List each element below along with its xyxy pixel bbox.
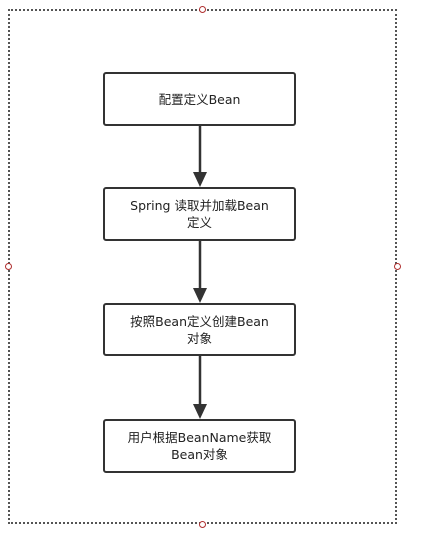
flow-node-load-definition[interactable]: Spring 读取并加载Bean 定义: [103, 187, 296, 241]
flow-node-get-bean[interactable]: 用户根据BeanName获取 Bean对象: [103, 419, 296, 473]
flow-node-label: 用户根据BeanName获取 Bean对象: [127, 430, 272, 462]
resize-handle-left[interactable]: [5, 263, 12, 270]
resize-handle-bottom[interactable]: [199, 521, 206, 528]
resize-handle-top[interactable]: [199, 6, 206, 13]
arrow-2-to-3: [193, 241, 207, 303]
resize-handle-right[interactable]: [394, 263, 401, 270]
flow-node-label: Spring 读取并加载Bean 定义: [130, 198, 269, 230]
flow-node-label: 配置定义Bean: [158, 91, 241, 107]
arrow-1-to-2: [193, 126, 207, 187]
flow-node-create-object[interactable]: 按照Bean定义创建Bean 对象: [103, 303, 296, 356]
flow-node-define-bean[interactable]: 配置定义Bean: [103, 72, 296, 126]
arrow-3-to-4: [193, 356, 207, 419]
flow-node-label: 按照Bean定义创建Bean 对象: [130, 313, 269, 346]
